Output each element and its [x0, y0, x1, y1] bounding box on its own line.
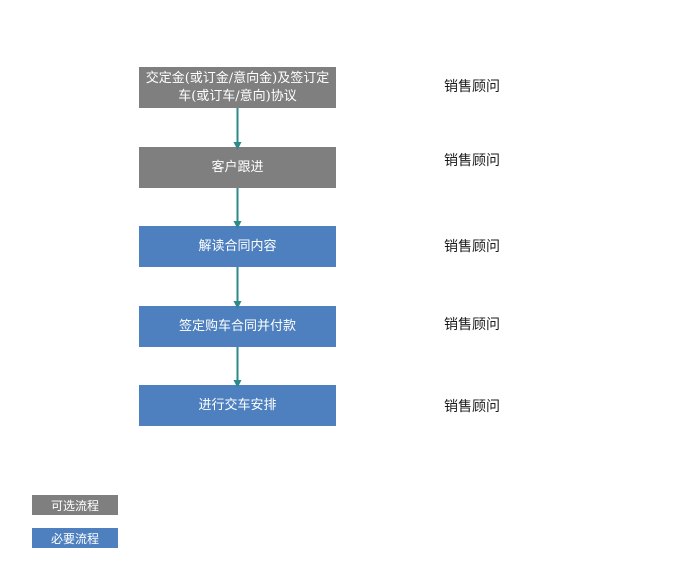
legend-required-label: 必要流程	[50, 531, 99, 546]
step-role-customer-followup: 销售顾问	[444, 153, 500, 169]
legend-required-process: 必要流程	[32, 528, 118, 548]
step-role-sign-contract-pay: 销售顾问	[444, 317, 500, 333]
flow-step-label: 进行交车安排	[198, 397, 277, 413]
legend-optional-label: 可选流程	[50, 498, 99, 513]
flow-step-delivery-arrangement: 进行交车安排	[139, 385, 336, 426]
flow-step-label: 解读合同内容	[198, 238, 277, 254]
flow-step-explain-contract: 解读合同内容	[139, 226, 336, 267]
flow-step-sign-contract-pay: 签定购车合同并付款	[139, 306, 336, 347]
flow-step-label: 交定金(或订金/意向金)及签订定车(或订车/意向)协议	[145, 70, 330, 104]
step-role-deposit-agreement: 销售顾问	[444, 79, 500, 95]
flow-step-label: 签定购车合同并付款	[178, 318, 296, 334]
flow-step-deposit-agreement: 交定金(或订金/意向金)及签订定车(或订车/意向)协议	[139, 67, 336, 108]
step-role-delivery-arrangement: 销售顾问	[444, 399, 500, 415]
flow-step-customer-followup: 客户跟进	[139, 147, 336, 188]
step-role-explain-contract: 销售顾问	[444, 239, 500, 255]
flow-step-label: 客户跟进	[211, 159, 264, 175]
legend-optional-process: 可选流程	[32, 495, 118, 515]
